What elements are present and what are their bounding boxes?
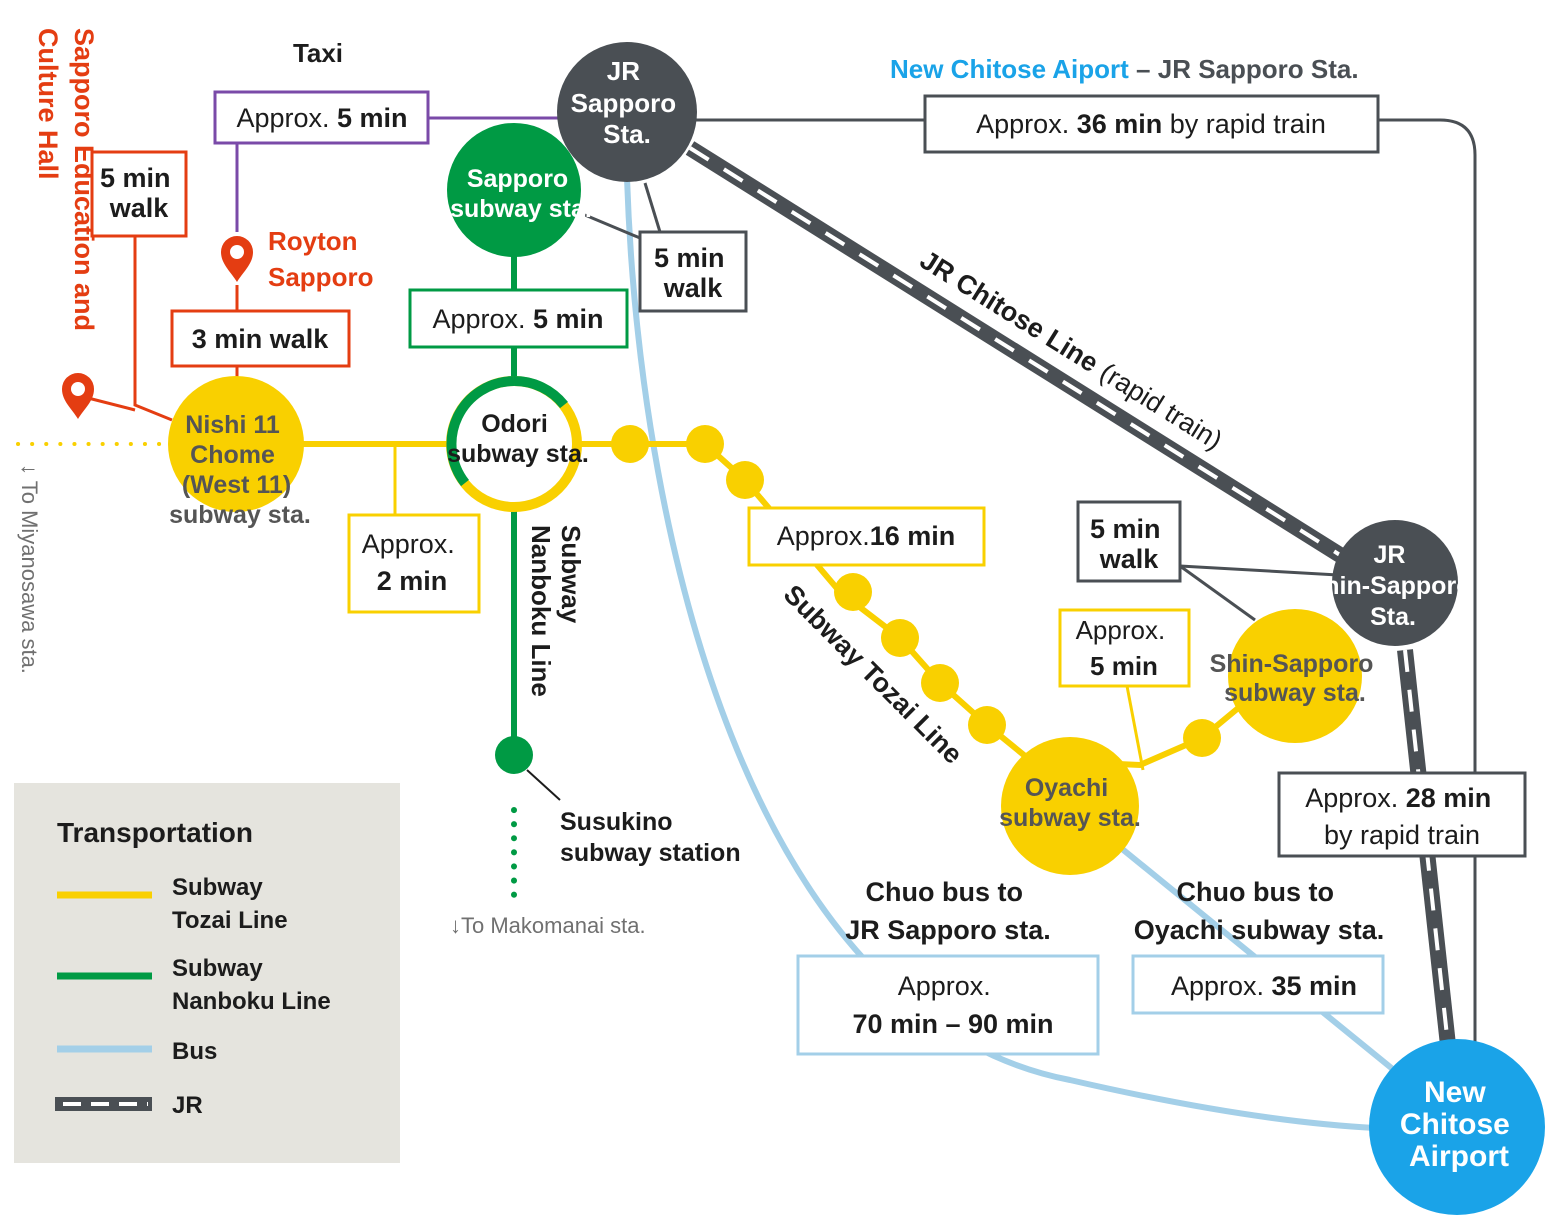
jr-sapporo-walk-connector-2	[584, 213, 641, 240]
station-jr-shin-sapporo[interactable]: JR Shin-Sapporo Sta.	[1308, 520, 1479, 646]
hall-walk-connector	[133, 236, 173, 422]
miyanosawa-note: ↓ To Miyanosawa sta.	[17, 464, 42, 674]
royton-sapporo-label: Royton Sapporo	[268, 226, 373, 292]
tozai-stop	[968, 706, 1006, 744]
royton-sapporo-pin-icon	[221, 236, 253, 282]
walk-5-jr-sapporo-box: 5 min walk	[638, 230, 748, 313]
station-new-chitose-airport[interactable]: New Chitose Airport	[1369, 1039, 1545, 1215]
station-odori[interactable]: Odori subway sta.	[446, 375, 589, 512]
tozai-stop	[1183, 719, 1221, 757]
tozai-5min-box: Approx. 5 min	[1058, 608, 1191, 688]
svg-text:Approx. 5 min: Approx. 5 min	[236, 103, 407, 133]
svg-text:5 min walk: 5 min walk	[1090, 514, 1168, 574]
svg-text:3 min walk: 3 min walk	[192, 324, 330, 354]
nanboku-5min-box: Approx. 5 min	[408, 288, 629, 349]
legend-label-bus: Bus	[172, 1038, 217, 1065]
svg-text:Sapporo subway sta.: Sapporo subway sta.	[450, 165, 592, 223]
station-shin-sapporo-subway[interactable]: Shin-Sapporo subway sta.	[1210, 609, 1381, 743]
svg-text:Approx. 5 min: Approx. 5 min	[432, 304, 603, 334]
svg-text:Approx. 70 min – 90 min: Approx. 70 min – 90 min	[852, 971, 1053, 1039]
taxi-time-box: Approx. 5 min	[213, 90, 430, 145]
jr-chitose-line-label: JR Chitose Line(rapid train)	[915, 245, 1228, 456]
svg-text:5 min walk: 5 min walk	[654, 243, 732, 303]
education-hall-label: Sapporo Education and Culture Hall	[33, 28, 99, 339]
svg-text:Approx. 36 min by rapid train: Approx. 36 min by rapid train	[976, 109, 1326, 139]
jr-line-sapporo-airport-upper	[695, 118, 1477, 1055]
legend-label-tozai: Subway Tozai Line	[172, 874, 288, 934]
taxi-heading: Taxi	[293, 38, 343, 68]
tozai-16min-box: Approx.16 min	[747, 506, 986, 567]
legend-title: Transportation	[57, 817, 253, 848]
svg-text:Oyachi subway sta.: Oyachi subway sta.	[999, 774, 1141, 832]
svg-text:Approx. 35 min: Approx. 35 min	[1171, 971, 1357, 1001]
walk-5-shin-sapporo-box: 5 min walk	[1076, 500, 1182, 583]
station-oyachi[interactable]: Oyachi subway sta.	[999, 737, 1141, 875]
tozai-5min-connector	[1125, 685, 1145, 771]
susukino-label: Susukino subway station	[560, 808, 741, 867]
susukino-leader	[526, 769, 561, 801]
rapid-train-28-box: Approx. 28 min by rapid train	[1277, 771, 1527, 858]
svg-text:Approx. 28 min by rapid: Approx. 28 min by rapid train	[1305, 783, 1499, 850]
tozai-stop	[611, 425, 649, 463]
shin-walk-connector-2	[1179, 564, 1256, 622]
susukino-station-dot	[495, 736, 533, 774]
walk-3-royton-box: 3 min walk	[170, 309, 351, 368]
svg-text:JR Shin-Sapporo St: JR Shin-Sapporo Sta.	[1308, 541, 1479, 631]
bus-70-90-box: Approx. 70 min – 90 min	[796, 954, 1100, 1056]
airport-route-heading: New Chitose Aiport – JR Sapporo Sta.	[890, 54, 1359, 84]
tozai-stop	[921, 664, 959, 702]
bus-oyachi-heading: Chuo bus to Oyachi subway sta.	[1134, 877, 1385, 945]
tozai-stop	[881, 619, 919, 657]
legend-label-nanboku: Subway Nanboku Line	[172, 955, 331, 1015]
svg-text:Approx. 5 min: Approx. 5 min	[1076, 615, 1173, 681]
walk-5-hall-box: 5 min walk	[90, 150, 188, 238]
nanboku-line-label: Subway Nanboku Line	[526, 525, 586, 697]
svg-text:Approx. 2 min: Approx. 2 min	[362, 529, 463, 596]
jr-sapporo-walk-connector	[643, 182, 662, 233]
svg-text:Shin-Sapporo subway sta.: Shin-Sapporo subway sta.	[1210, 650, 1381, 707]
tozai-2min-box: Approx. 2 min	[347, 513, 481, 614]
station-nishi-11[interactable]: Nishi 11 Chome (West 11) subway sta.	[168, 376, 311, 529]
station-sapporo-subway[interactable]: Sapporo subway sta.	[447, 123, 592, 257]
svg-text:Odori subway sta.: Odori subway sta.	[447, 410, 589, 468]
jr-chitose-line	[685, 141, 1345, 562]
svg-text:Nishi 11 Chome (We: Nishi 11 Chome (West 11) subway sta.	[169, 411, 311, 529]
legend: Transportation Subway Tozai Line Subway …	[14, 783, 400, 1163]
tozai-stop	[686, 425, 724, 463]
education-hall-pin-icon	[62, 373, 94, 419]
svg-text:Approx.16 min: Approx.16 min	[777, 521, 956, 551]
tozai-stop	[834, 573, 872, 611]
svg-text:5 min walk: 5 min walk	[100, 163, 178, 223]
svg-text:JR Sapporo Sta.: JR Sapporo Sta.	[571, 56, 684, 149]
station-jr-sapporo[interactable]: JR Sapporo Sta.	[557, 42, 697, 182]
legend-label-jr: JR	[172, 1092, 203, 1119]
shin-walk-connector-1	[1179, 564, 1339, 577]
rapid-train-36-box: Approx. 36 min by rapid train	[923, 94, 1380, 154]
bus-jr-heading: Chuo bus to JR Sapporo sta.	[845, 877, 1051, 945]
makomanai-note: ↓To Makomanai sta.	[450, 913, 646, 938]
hall-walk-connector-2	[87, 396, 136, 412]
tozai-stop	[726, 461, 764, 499]
svg-text:New Chitose Airpor: New Chitose Airport	[1400, 1076, 1518, 1173]
bus-35-box: Approx. 35 min	[1131, 954, 1385, 1015]
